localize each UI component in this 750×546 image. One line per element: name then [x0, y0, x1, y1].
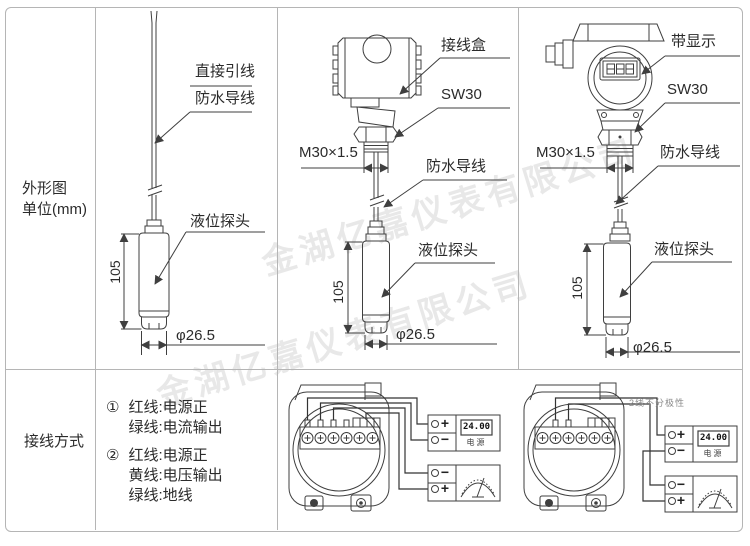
outline-label-line1: 外形图 — [22, 180, 68, 197]
cable — [613, 156, 629, 222]
sensor1-diagram — [119, 10, 265, 355]
leader-lines — [381, 57, 510, 298]
leader-lines — [615, 55, 740, 298]
label-junction-box: 接线盒 — [441, 37, 487, 54]
row1-header: 外形图 单位(mm) — [22, 178, 87, 220]
diameter-dimension — [364, 335, 497, 350]
psu-minus-label: − — [440, 431, 450, 447]
leader-lines — [154, 85, 265, 285]
dim-height-105: 105 — [107, 260, 123, 284]
column-divider-2 — [277, 7, 278, 530]
table-outer-border — [5, 7, 743, 532]
two-wire-note: 2线不分极性 — [629, 398, 686, 408]
wiring-diagrams — [288, 382, 738, 513]
dim-diameter: φ26.5 — [396, 326, 435, 343]
thread-dimension — [540, 156, 634, 173]
height-dimension — [582, 243, 606, 336]
column-divider-3 — [518, 7, 519, 369]
display-head — [545, 23, 665, 111]
wiring-item-1: ① 红线:电源正 绿线:电流输出 — [106, 398, 223, 438]
psu-label: 电源 — [466, 438, 487, 447]
hex-nut — [353, 126, 399, 153]
label-thread: M30×1.5 — [536, 144, 595, 161]
cable — [147, 10, 163, 220]
row-divider — [5, 369, 742, 370]
item2-line1: 红线:电源正 — [128, 447, 208, 464]
wires-left — [306, 397, 428, 490]
item1-number: ① — [106, 399, 120, 416]
label-probe: 液位探头 — [418, 242, 479, 259]
psu-plus-label: + — [676, 426, 686, 442]
meter-plus-label: + — [676, 492, 686, 508]
diameter-dimension — [605, 337, 740, 358]
cable — [369, 152, 385, 221]
probe-body — [362, 220, 390, 334]
power-supply-block-left — [427, 414, 501, 452]
dim-diameter: φ26.5 — [176, 327, 215, 344]
item2-line2: 黄线:电压输出 — [128, 467, 223, 484]
sensor2-diagram — [301, 34, 510, 350]
label-probe: 液位探头 — [190, 213, 251, 230]
label-thread: M30×1.5 — [299, 144, 358, 161]
wires-right — [554, 397, 665, 502]
diameter-dimension — [140, 331, 265, 355]
label-probe: 液位探头 — [654, 241, 715, 258]
psu-display-value: 24.00 — [699, 433, 728, 443]
psu-minus-label: − — [676, 442, 686, 458]
label-sw30: SW30 — [441, 86, 482, 103]
height-dimension — [343, 241, 365, 334]
label-with-display: 带显示 — [671, 33, 717, 50]
label-waterproof-wire: 防水导线 — [426, 158, 487, 175]
label-direct-lead: 直接引线 — [195, 63, 256, 80]
terminal-housing-left — [288, 382, 390, 512]
dim-diameter: φ26.5 — [633, 339, 672, 356]
height-dimension — [119, 233, 142, 330]
neck-and-nut — [596, 109, 644, 157]
terminal-housing-right — [523, 382, 625, 512]
dim-height-105: 105 — [330, 280, 346, 304]
label-waterproof-wire: 防水导线 — [660, 144, 721, 161]
outline-label-line2: 单位(mm) — [22, 201, 87, 218]
row2-header: 接线方式 — [24, 433, 85, 450]
sensor3-diagram — [540, 23, 740, 358]
psu-plus-label: + — [440, 415, 450, 431]
thread-dimension — [301, 152, 389, 173]
wiring-instructions: ① 红线:电源正 绿线:电流输出 ② 红线:电源正 黄线:电压输出 绿线:地线 — [106, 398, 223, 506]
psu-label: 电源 — [703, 449, 724, 458]
item2-number: ② — [106, 447, 120, 464]
label-waterproof-wire: 防水导线 — [195, 90, 256, 107]
meter-minus-label: − — [440, 464, 450, 480]
label-sw30: SW30 — [667, 81, 708, 98]
wiring-item-2: ② 红线:电源正 黄线:电压输出 绿线:地线 — [106, 446, 223, 506]
psu-display-value: 24.00 — [462, 422, 491, 432]
meter-minus-label: − — [676, 476, 686, 492]
junction-box — [332, 34, 422, 128]
meter-block-right — [664, 475, 738, 513]
item1-line1: 红线:电源正 — [128, 399, 208, 416]
meter-block-left — [427, 464, 501, 502]
meter-plus-label: + — [440, 480, 450, 496]
probe-body — [603, 221, 631, 336]
column-divider-1 — [95, 7, 96, 530]
dim-height-105: 105 — [569, 276, 585, 300]
item1-line2: 绿线:电流输出 — [128, 419, 223, 436]
power-supply-block-right — [664, 425, 738, 463]
item2-line3: 绿线:地线 — [128, 487, 193, 504]
probe-body — [138, 219, 170, 330]
